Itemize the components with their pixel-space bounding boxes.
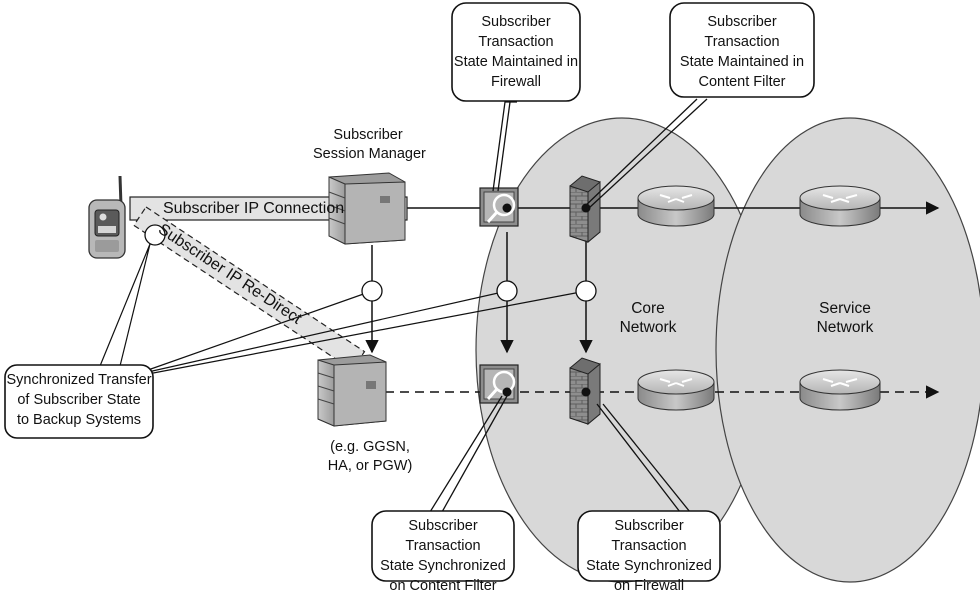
service-router-icon [799,185,881,227]
phone-callout-line [99,243,151,367]
service-network-label-line2: Network [816,319,874,336]
sync-fan-line [147,290,373,371]
callout-line: Subscriber Transaction [704,14,780,50]
ip-connection-label: Subscriber IP Connection [163,200,345,217]
callout-line: on Content Filter [389,578,497,594]
callout-line: Synchronized Transfer [6,372,152,388]
callout-line: State Synchronized [380,558,506,574]
callout-line: of Subscriber State [17,392,141,408]
callout-firewall-state-text: Subscriber Transaction State Maintained … [452,12,580,92]
service-network-label: Service Network [800,299,890,337]
content-filter-icon [479,187,519,227]
sync-fan-line [147,290,587,375]
session-manager-server-icon [328,172,406,245]
core-router-backup-icon [637,369,715,411]
sync-node [361,280,383,302]
session-manager-label-line2: Session Manager [313,146,426,162]
callout-firewall-sync [577,403,721,582]
core-router-icon [637,185,715,227]
callout-line: Subscriber Transaction [405,518,481,554]
callout-line: State Maintained in [453,54,579,70]
connection-dot [502,387,512,397]
phone-node [144,224,166,246]
sync-fan-line [147,290,508,373]
backup-example-label-line1: (e.g. GGSN, [330,439,410,455]
connection-dot [502,203,512,213]
backup-example-label: (e.g. GGSN, HA, or PGW) [305,438,435,476]
callout-filter-state [582,2,815,209]
session-manager-label: Subscriber Session Manager [313,126,426,164]
callout-filter-state-text: Subscriber Transaction State Maintained … [670,12,814,92]
core-network-label-line1: Core [631,300,665,317]
callout-filter-sync [371,395,515,582]
callout-line: State Synchronized [586,558,712,574]
mobile-phone-icon [88,175,126,259]
sync-node [575,280,597,302]
backup-example-label-line2: HA, or PGW) [327,458,413,474]
sync-node [496,280,518,302]
callout-filter-sync-text: Subscriber Transaction State Synchronize… [372,516,514,596]
backup-server-icon [317,354,387,427]
callout-line: State Maintained in [679,54,805,70]
callout-sync-transfer-text: Synchronized Transfer of Subscriber Stat… [5,370,153,430]
service-network-ellipse [715,117,980,583]
core-network-label-line2: Network [619,319,677,336]
callout-line: Content Filter [698,74,786,90]
callout-line: Subscriber Transaction [478,14,554,50]
callout-line: to Backup Systems [16,412,142,428]
service-network-label-line1: Service [819,300,871,317]
callout-sync-transfer [4,364,154,439]
connection-dot [581,203,591,213]
callout-line: on Firewall [613,578,685,594]
session-manager-label-line1: Subscriber [333,127,403,143]
callout-firewall-sync-text: Subscriber Transaction State Synchronize… [578,516,720,596]
core-network-label: Core Network [608,299,688,337]
callout-line: Subscriber Transaction [611,518,687,554]
service-router-backup-icon [799,369,881,411]
callout-firewall-state [451,2,581,192]
connection-dot [581,387,591,397]
content-filter-backup-icon [479,364,519,404]
callout-line: Firewall [491,74,541,90]
